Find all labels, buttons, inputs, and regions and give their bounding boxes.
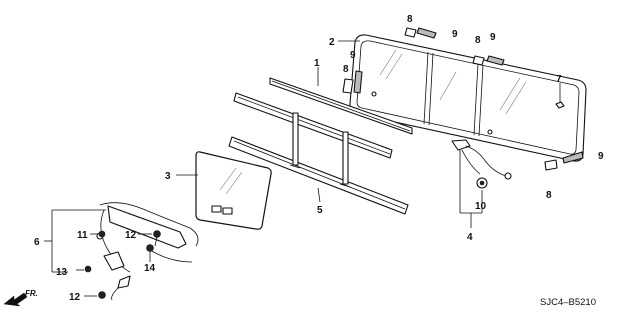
- leader-lines: [44, 40, 561, 297]
- diagram-code: SJC4–B5210: [540, 297, 596, 308]
- callout-9c: 9: [350, 50, 356, 61]
- callout-8d: 8: [546, 190, 552, 201]
- callout-14: 14: [144, 263, 156, 274]
- rear-window-frame: [349, 34, 587, 162]
- callout-1: 1: [314, 58, 320, 69]
- callout-9d: 9: [598, 151, 604, 162]
- callout-9b: 9: [490, 32, 496, 43]
- callout-5: 5: [317, 205, 323, 216]
- callout-8c: 8: [343, 64, 349, 75]
- callout-8a: 8: [407, 14, 413, 25]
- front-direction-arrow: FR.: [3, 289, 38, 307]
- small-bolts: [84, 230, 161, 299]
- bolt-7: [555, 96, 565, 109]
- callout-11: 11: [77, 230, 88, 241]
- callout-3: 3: [165, 171, 171, 182]
- callouts: 1 2 3 4 5 6 7 8 8 8 8 9 9 9 9 10 11 12 1…: [34, 14, 604, 303]
- callout-4: 4: [467, 232, 473, 243]
- callout-9a: 9: [452, 29, 458, 40]
- lower-channel-assembly: [228, 112, 409, 215]
- callout-12b: 12: [69, 292, 81, 303]
- front-direction-label: FR.: [25, 289, 38, 298]
- sliding-glass-panel: [195, 151, 272, 230]
- callout-6: 6: [34, 237, 40, 248]
- callout-8b: 8: [475, 35, 481, 46]
- regulator-mechanism: [96, 202, 199, 301]
- callout-2: 2: [329, 37, 335, 48]
- callout-12a: 12: [125, 230, 137, 241]
- latch-handle-cable: [451, 139, 512, 189]
- callout-10: 10: [475, 201, 487, 212]
- stoppers-and-springs: [342, 27, 584, 171]
- callout-7: 7: [556, 74, 562, 85]
- callout-13: 13: [56, 267, 68, 278]
- upper-channel: [233, 77, 413, 159]
